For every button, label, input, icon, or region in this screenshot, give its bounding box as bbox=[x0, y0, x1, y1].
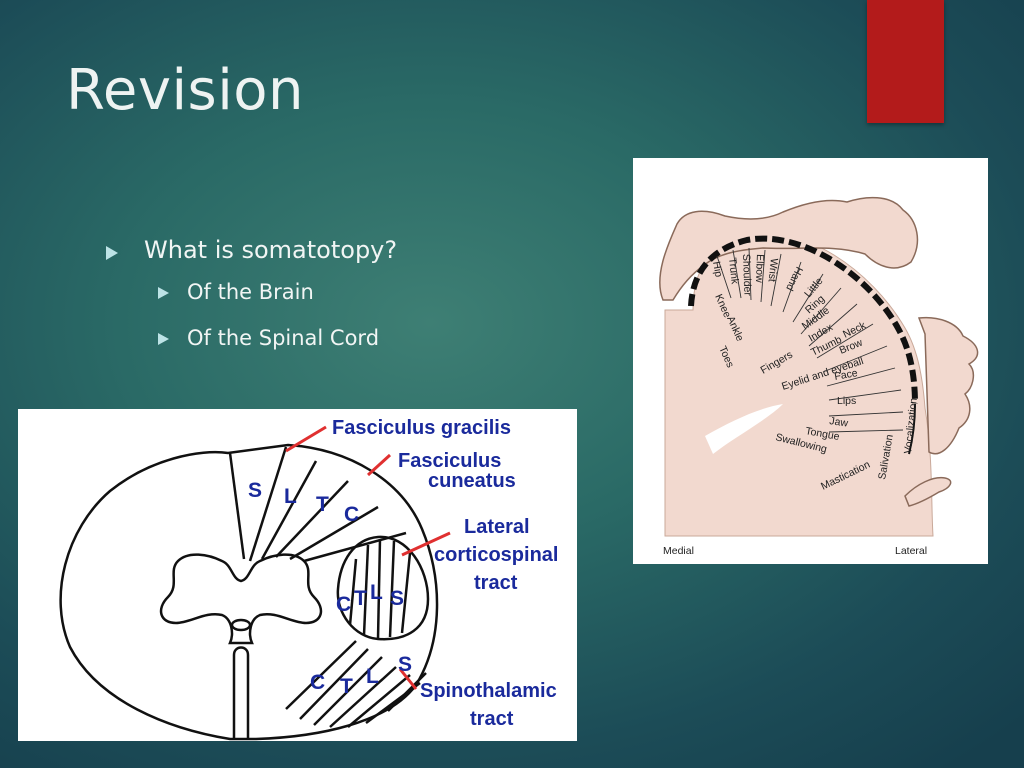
label-fasciculus-cuneatus: cuneatus bbox=[428, 470, 516, 492]
bullet-text: Of the Brain bbox=[187, 280, 314, 304]
label-lips: Lips bbox=[837, 395, 856, 407]
spinothalamic-letter: S bbox=[398, 653, 412, 676]
homunculus-body bbox=[659, 196, 919, 301]
dorsal-septum bbox=[228, 452, 246, 560]
spinothalamic-letter: L bbox=[366, 665, 379, 688]
dorsal-letter: L bbox=[284, 485, 297, 508]
pointer-corticospinal bbox=[401, 531, 451, 557]
bullet-arrow-icon bbox=[106, 246, 118, 260]
label-vocalization: Vocalization bbox=[902, 397, 920, 454]
spinal-cord-svg: S L T C C T L S C T L S Fasciculus graci… bbox=[59, 417, 558, 741]
label-lateral-corticospinal: tract bbox=[474, 572, 518, 594]
bullet-list: What is somatotopy? Of the Brain Of the … bbox=[104, 236, 397, 372]
corticospinal-letter: C bbox=[336, 593, 351, 616]
central-canal bbox=[230, 618, 252, 632]
anterior-fissure bbox=[232, 646, 250, 739]
bullet-somatotopy: What is somatotopy? bbox=[104, 236, 397, 280]
bullet-brain: Of the Brain bbox=[104, 280, 397, 326]
label-spinothalamic: Spinothalamic bbox=[420, 680, 557, 702]
bullet-arrow-icon bbox=[158, 333, 169, 345]
pointer-spinothalamic bbox=[398, 668, 418, 690]
label-trunk: Trunk bbox=[726, 257, 741, 285]
homunculus-diagram: Hip Trunk Shoulder Elbow Wrist Hand Litt… bbox=[633, 158, 988, 564]
dorsal-letter: T bbox=[316, 493, 329, 516]
label-fasciculus-gracilis: Fasciculus gracilis bbox=[332, 417, 511, 439]
pointer-gracilis bbox=[285, 425, 327, 453]
label-spinothalamic: tract bbox=[470, 708, 514, 730]
bullet-text: What is somatotopy? bbox=[144, 236, 398, 264]
label-lateral-corticospinal: Lateral bbox=[464, 516, 530, 538]
label-lateral-corticospinal: corticospinal bbox=[434, 544, 558, 566]
label-hip: Hip bbox=[710, 260, 725, 278]
label-lateral: Lateral bbox=[895, 545, 927, 557]
label-elbow: Elbow bbox=[753, 254, 766, 283]
homunculus-face bbox=[917, 316, 979, 455]
lateral-corticospinal-region bbox=[336, 535, 430, 641]
ventricle bbox=[705, 404, 783, 454]
spinal-cord-diagram: S L T C C T L S C T L S Fasciculus graci… bbox=[18, 409, 577, 741]
dorsal-letter: S bbox=[248, 479, 262, 502]
corticospinal-letter: L bbox=[370, 581, 383, 604]
homunculus-tongue bbox=[904, 476, 952, 507]
corticospinal-letter: S bbox=[390, 587, 404, 610]
bullet-text: Of the Spinal Cord bbox=[187, 326, 380, 350]
pointer-cuneatus bbox=[366, 453, 392, 477]
label-medial: Medial bbox=[663, 545, 694, 557]
label-fasciculus-cuneatus: Fasciculus bbox=[398, 450, 501, 472]
accent-bar bbox=[867, 0, 944, 123]
slide-title: Revision bbox=[66, 58, 305, 123]
spinothalamic-letter: T bbox=[340, 675, 353, 698]
homunculus-svg: Hip Trunk Shoulder Elbow Wrist Hand Litt… bbox=[633, 158, 988, 564]
bullet-arrow-icon bbox=[158, 287, 169, 299]
cortex-arc bbox=[688, 235, 918, 405]
corticospinal-letter: T bbox=[354, 587, 367, 610]
spinothalamic-letter: C bbox=[310, 671, 325, 694]
label-tongue: Tongue bbox=[804, 425, 840, 443]
bullet-spinal-cord: Of the Spinal Cord bbox=[104, 326, 397, 372]
label-jaw: Jaw bbox=[829, 415, 850, 430]
label-shoulder: Shoulder bbox=[740, 254, 753, 297]
dorsal-letter: C bbox=[344, 503, 359, 526]
label-wrist: Wrist bbox=[766, 258, 780, 283]
grey-matter bbox=[159, 553, 323, 645]
label-face: Face bbox=[833, 367, 858, 383]
